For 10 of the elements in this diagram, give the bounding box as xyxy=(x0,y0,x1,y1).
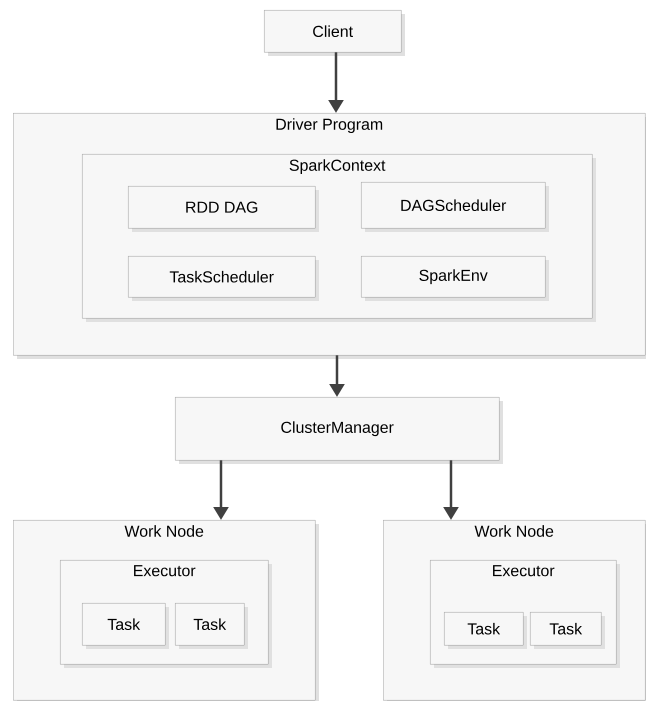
process-box: Task xyxy=(82,603,169,649)
process-box: SparkEnv xyxy=(361,256,549,301)
process-box: DAGScheduler xyxy=(361,182,549,232)
process-box: TaskScheduler xyxy=(128,256,319,301)
process-box: RDD DAG xyxy=(128,186,319,232)
process-box: Task xyxy=(444,612,527,649)
process-box: Client xyxy=(264,10,405,56)
process-box: Task xyxy=(175,603,248,649)
process-box: ClusterManager xyxy=(175,397,503,464)
process-box: Task xyxy=(530,612,605,649)
